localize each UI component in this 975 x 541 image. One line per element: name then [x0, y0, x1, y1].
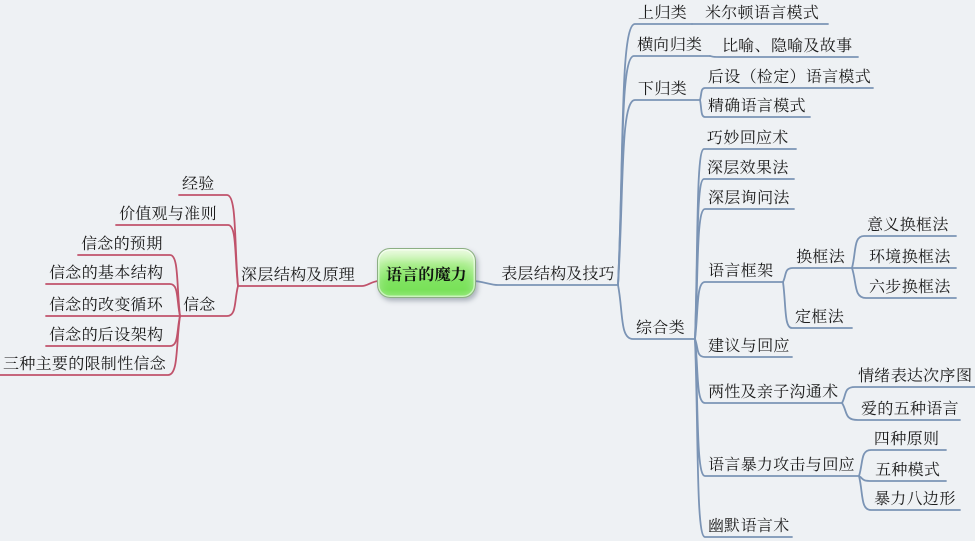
topic-framing[interactable]: 定框法: [795, 304, 844, 327]
topic-five-love-languages[interactable]: 爱的五种语言: [861, 396, 959, 419]
connector-values-criteria: [115, 224, 239, 287]
topic-deep-structure[interactable]: 深层结构及原理: [241, 262, 356, 285]
topic-precision-model[interactable]: 精确语言模式: [708, 93, 806, 116]
topic-six-step-reframe[interactable]: 六步换框法: [869, 274, 951, 297]
connector-belief-basic-structure: [45, 283, 181, 317]
topic-experience[interactable]: 经验: [182, 171, 215, 194]
topic-reframing[interactable]: 换框法: [796, 244, 845, 267]
topic-clever-response[interactable]: 巧妙回应术: [707, 125, 789, 148]
topic-belief-change-cycle[interactable]: 信念的改变循环: [49, 292, 164, 315]
topic-language-frames[interactable]: 语言框架: [708, 258, 774, 281]
topic-deep-inquiry[interactable]: 深层询问法: [708, 185, 790, 208]
connector-four-principles: [858, 449, 947, 477]
connector-language-frames: [694, 281, 784, 340]
topic-four-principles[interactable]: 四种原则: [874, 426, 940, 449]
connector-meta-model: [699, 87, 874, 101]
topic-milton-model[interactable]: 米尔顿语言模式: [705, 0, 820, 23]
connector-emotion-sequence: [841, 386, 975, 404]
connector-comprehensive: [617, 284, 696, 340]
topic-three-limiting-beliefs[interactable]: 三种主要的限制性信念: [3, 351, 167, 374]
connector-five-love-languages: [841, 402, 961, 421]
topic-five-patterns[interactable]: 五种模式: [875, 457, 941, 480]
topic-meaning-reframe[interactable]: 意义换框法: [867, 212, 949, 235]
connector-deep-inquiry: [694, 208, 795, 340]
connector-belief: [179, 285, 239, 317]
connector-deep-structure: [237, 280, 380, 287]
connector-framing: [782, 281, 853, 329]
connector-three-limiting-beliefs: [0, 315, 181, 376]
connector-precision-model: [699, 99, 811, 118]
topic-chunk-up[interactable]: 上归类: [638, 0, 687, 23]
topic-chunk-down[interactable]: 下归类: [638, 76, 687, 99]
topic-belief-expectation[interactable]: 信念的预期: [81, 231, 163, 254]
topic-emotion-sequence[interactable]: 情绪表达次序图: [858, 363, 973, 386]
topic-metaphor-story[interactable]: 比喻、隐喻及故事: [722, 33, 853, 56]
topic-gender-parenting[interactable]: 两性及亲子沟通术: [708, 379, 839, 402]
topic-values-criteria[interactable]: 价值观与准则: [119, 201, 217, 224]
topic-belief-basic-structure[interactable]: 信念的基本结构: [49, 260, 164, 283]
connector-humor-language: [694, 338, 793, 538]
topic-comprehensive[interactable]: 综合类: [636, 315, 685, 338]
connector-chunk-down: [617, 99, 701, 286]
root-topic[interactable]: 语言的魔力: [377, 248, 476, 298]
connector-violence-octagon: [858, 475, 961, 511]
topic-verbal-violence[interactable]: 语言暴力攻击与回应: [708, 452, 855, 475]
connector-six-step-reframe: [851, 267, 957, 299]
topic-suggestion-response[interactable]: 建议与回应: [708, 333, 790, 356]
topic-humor-language[interactable]: 幽默语言术: [708, 513, 790, 536]
topic-chunk-lateral[interactable]: 横向归类: [637, 32, 703, 55]
topic-context-reframe[interactable]: 环境换框法: [869, 244, 951, 267]
topic-meta-model[interactable]: 后设（检定）语言模式: [708, 64, 872, 87]
connector-reframing: [782, 267, 853, 283]
connector-meaning-reframe: [851, 235, 957, 269]
topic-surface-structure[interactable]: 表层结构及技巧: [501, 261, 616, 284]
topic-belief[interactable]: 信念: [183, 292, 216, 315]
topic-belief-meta-framework[interactable]: 信念的后设架构: [49, 322, 164, 345]
connector-metaphor-story: [709, 55, 859, 58]
topic-deep-effect[interactable]: 深层效果法: [707, 155, 789, 178]
connector-five-patterns: [858, 475, 947, 482]
topic-violence-octagon[interactable]: 暴力八边形: [874, 486, 956, 509]
